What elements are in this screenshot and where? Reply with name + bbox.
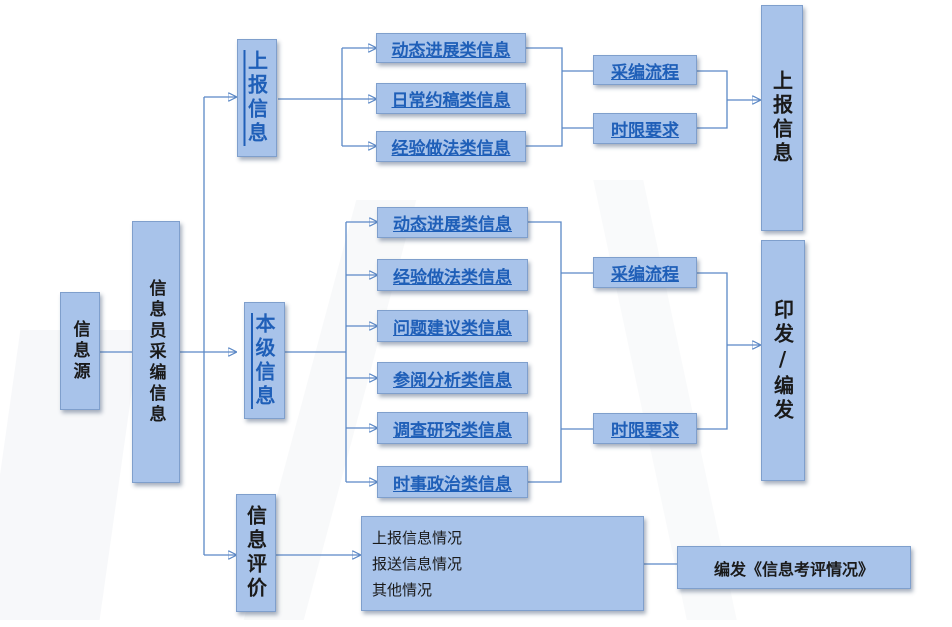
local-item-label: 时事政治类信息 [393, 474, 512, 495]
evaluation-output-label: 编发《信息考评情况》 [713, 559, 874, 579]
local-item[interactable]: 时事政治类信息 [377, 466, 528, 498]
report-group-label-text: 上报信息 [244, 50, 269, 146]
connector-local-process [697, 272, 728, 430]
collector-label: 信息员采编信息 [145, 278, 166, 426]
source-box: 信息源 [60, 292, 100, 410]
report-process-label: 采编流程 [611, 62, 679, 83]
local-item[interactable]: 问题建议类信息 [377, 310, 528, 342]
local-process-box[interactable]: 采编流程 [593, 257, 697, 288]
situation-item: 上报信息情况 [372, 529, 463, 548]
local-item-label: 参阅分析类信息 [393, 370, 512, 391]
connector-report-process [697, 70, 728, 129]
local-group-label[interactable]: 本级信息 [244, 302, 285, 419]
report-process-box[interactable]: 采编流程 [593, 55, 697, 85]
evaluation-situations-box: 上报信息情况 报送信息情况 其他情况 [361, 516, 644, 611]
local-item-label: 动态进展类信息 [393, 215, 512, 235]
report-item-label: 经验做法类信息 [391, 139, 511, 159]
source-label: 信息源 [69, 319, 90, 383]
report-item[interactable]: 经验做法类信息 [376, 131, 526, 162]
local-group-label-text: 本级信息 [252, 312, 276, 409]
report-item-label: 动态进展类信息 [391, 40, 511, 61]
report-output-label: 上报信息 [769, 70, 794, 166]
connector-report-merge [526, 47, 593, 147]
situation-item: 报送信息情况 [372, 554, 463, 573]
local-output-box: 印发/编发 [761, 240, 805, 481]
local-item[interactable]: 调查研究类信息 [377, 412, 528, 444]
local-output-label: 印发/编发 [770, 298, 795, 423]
connector-report-fanout [278, 48, 343, 146]
local-item[interactable]: 经验做法类信息 [377, 259, 528, 291]
situation-item: 其他情况 [372, 580, 433, 599]
local-item-label: 调查研究类信息 [393, 420, 512, 441]
collector-box: 信息员采编信息 [132, 221, 180, 483]
evaluation-group-label-text: 信息评价 [243, 505, 268, 601]
report-output-box: 上报信息 [761, 5, 803, 231]
report-item[interactable]: 动态进展类信息 [376, 33, 526, 63]
local-deadline-box[interactable]: 时限要求 [593, 413, 697, 444]
local-deadline-label: 时限要求 [611, 421, 679, 441]
connector-local-fanout [285, 222, 347, 482]
report-item[interactable]: 日常约稿类信息 [376, 83, 526, 114]
report-deadline-label: 时限要求 [611, 121, 679, 141]
local-item-label: 经验做法类信息 [393, 267, 512, 288]
local-item[interactable]: 动态进展类信息 [377, 207, 528, 238]
local-item[interactable]: 参阅分析类信息 [377, 362, 528, 394]
evaluation-output-box: 编发《信息考评情况》 [677, 546, 911, 589]
connector-local-merge [528, 221, 593, 483]
local-item-label: 问题建议类信息 [393, 318, 512, 339]
report-group-label[interactable]: 上报信息 [237, 39, 277, 157]
evaluation-group-label: 信息评价 [236, 494, 276, 612]
local-process-label: 采编流程 [611, 265, 679, 285]
report-deadline-box[interactable]: 时限要求 [593, 113, 697, 144]
report-item-label: 日常约稿类信息 [391, 91, 511, 111]
